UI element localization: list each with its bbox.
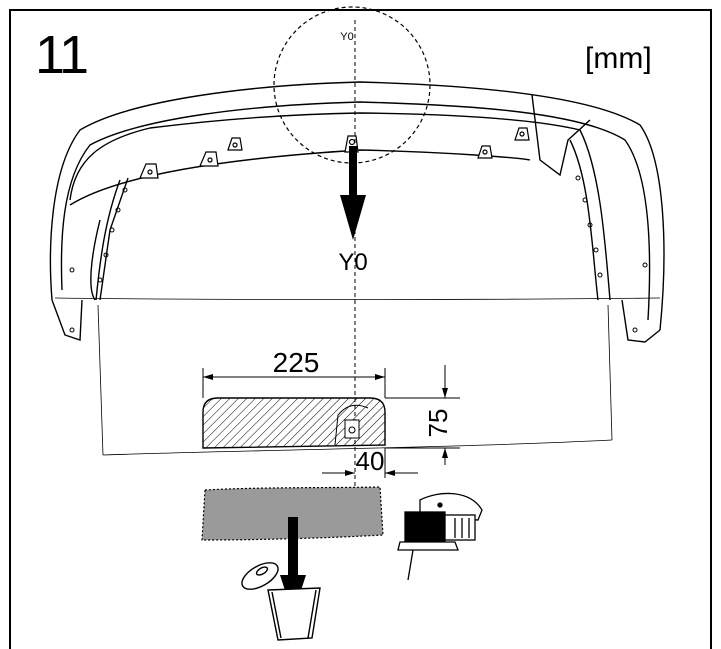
y0-arrow xyxy=(340,146,366,240)
page-frame xyxy=(9,9,712,649)
step-number: 11 xyxy=(35,25,89,85)
lower-skin xyxy=(54,297,661,456)
bumper-shell xyxy=(49,81,665,343)
dimension-225 xyxy=(202,368,386,398)
dimension-225-label: 225 xyxy=(273,347,320,378)
unit-label: [mm] xyxy=(585,42,652,75)
circle-label: Y0 xyxy=(340,31,353,43)
jigsaw-icon xyxy=(397,492,483,581)
cut-area xyxy=(202,397,386,449)
dimension-75-label: 75 xyxy=(423,409,453,438)
dimension-75 xyxy=(385,365,460,465)
arrow-label: Y0 xyxy=(338,249,367,276)
side-holes xyxy=(69,175,648,333)
mounting-tabs xyxy=(139,127,530,179)
trash-bin-icon xyxy=(241,562,321,641)
removed-piece xyxy=(201,486,384,541)
dimension-40 xyxy=(322,448,418,478)
dimension-40-label: 40 xyxy=(356,446,385,476)
